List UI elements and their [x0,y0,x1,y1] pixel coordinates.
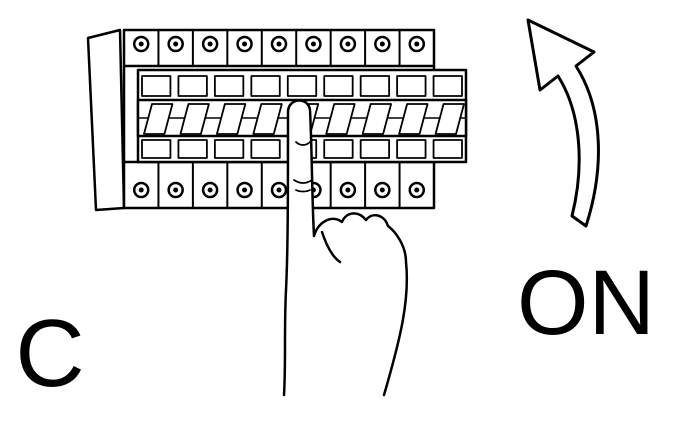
pole-window [434,76,462,96]
screw-center [208,188,213,193]
pole-window [397,76,425,96]
screw-center [139,42,144,47]
pole-window [142,76,170,96]
screw-center [173,42,178,47]
pole-window-lower [434,140,462,158]
pole-window-lower [361,140,389,158]
screw-center [173,188,178,193]
pole-window-lower [215,140,243,158]
pole-window [178,76,206,96]
screw-center [208,42,213,47]
pole-window [324,76,352,96]
screw-center [380,188,385,193]
screw-center [139,188,144,193]
pole-window-lower [251,140,279,158]
curved-arrow-up-icon [528,20,598,226]
screw-center [414,188,419,193]
pole-window-lower [324,140,352,158]
pole-window [288,76,316,96]
screw-center [311,42,316,47]
screw-center [277,188,282,193]
pole-window-lower [178,140,206,158]
pole-window [251,76,279,96]
screw-center [414,42,419,47]
screw-center [345,42,350,47]
pole-window-lower [397,140,425,158]
screw-center [380,42,385,47]
screw-center [277,42,282,47]
screw-center [345,188,350,193]
screw-center [242,188,247,193]
step-letter-label: C [15,300,84,407]
pole-window-lower [142,140,170,158]
pole-window [215,76,243,96]
switch-state-label: ON [517,252,655,354]
breaker-panel-icon [88,30,466,210]
screw-center [242,42,247,47]
pole-window [361,76,389,96]
